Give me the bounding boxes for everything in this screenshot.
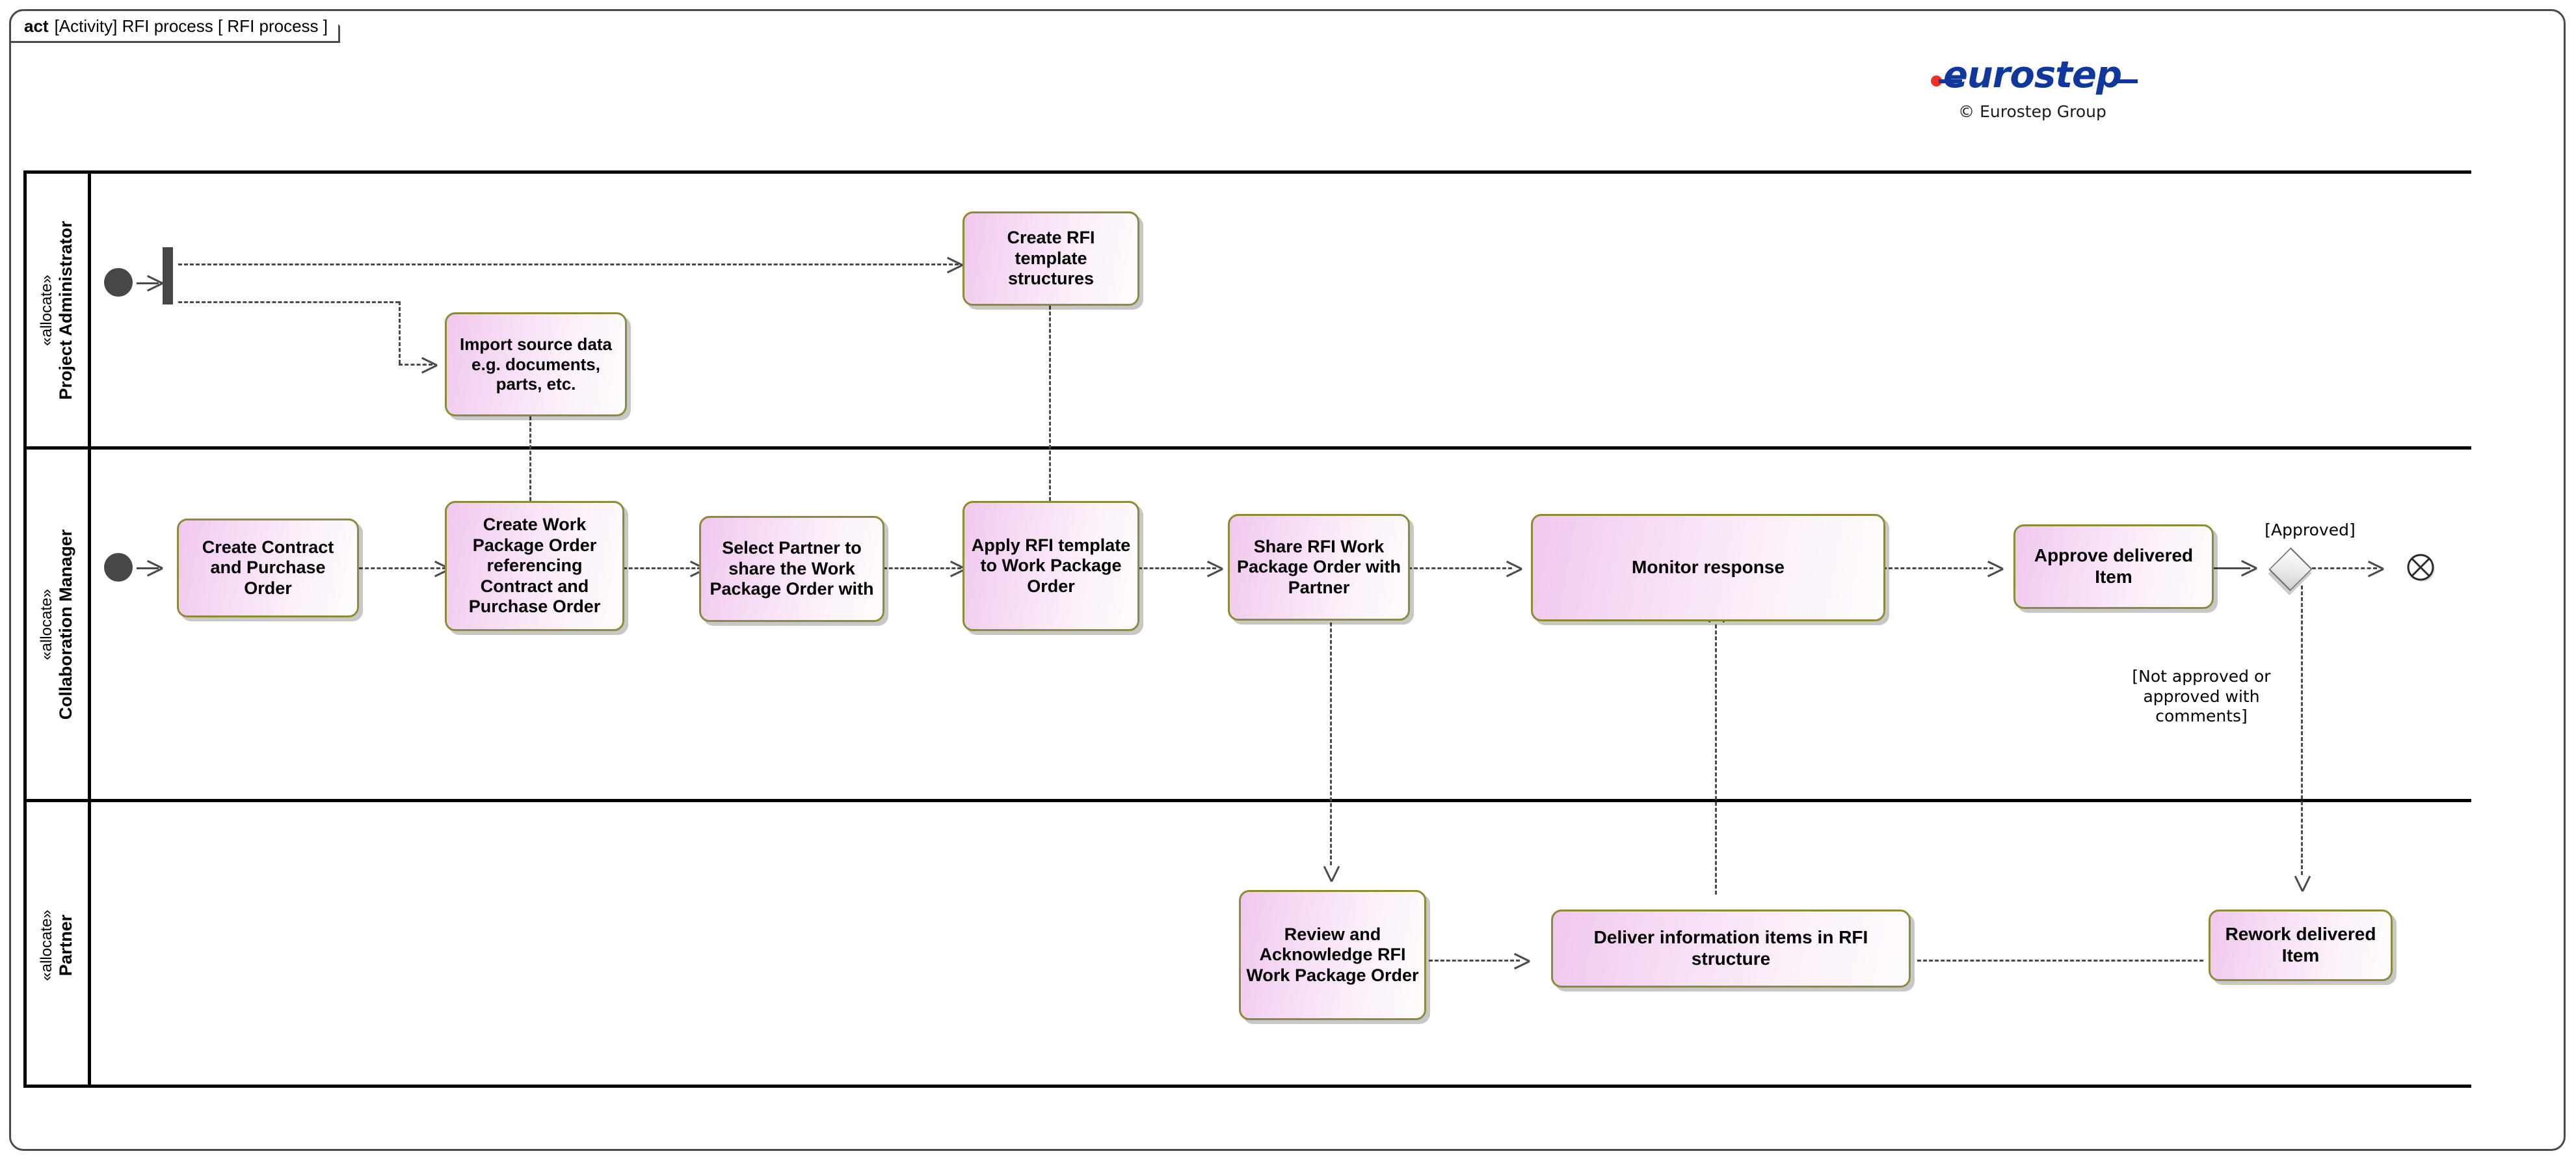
swimlane-name: Project Administrator — [56, 220, 76, 400]
swimlane-grid: «allocate» Project Administrator «alloca… — [23, 170, 2471, 1088]
activity-deliver-information-items[interactable]: Deliver information items in RFI structu… — [1551, 910, 1911, 988]
frame-title: [Activity] RFI process [ RFI process ] — [54, 16, 328, 36]
edge-select-partner-to-apply-rfi — [883, 567, 961, 569]
swimlane-name: Partner — [56, 914, 76, 976]
eurostep-logo-mark: eurostep — [1931, 54, 2138, 96]
activity-select-partner[interactable]: Select Partner to share the Work Package… — [699, 516, 884, 622]
swimlane-stereotype: «allocate» — [37, 274, 55, 346]
swimlane-collaboration-manager: «allocate» Collaboration Manager — [23, 446, 2471, 799]
frame-keyword: act — [24, 16, 49, 36]
edge-share-rfi-to-review — [1330, 605, 1332, 865]
edge-create-contract-to-create-wpo — [359, 567, 446, 569]
flow-final-node — [2406, 553, 2436, 583]
edge-review-to-deliver — [1429, 960, 1520, 962]
activity-share-rfi-work-package-order[interactable]: Share RFI Work Package Order with Partne… — [1228, 514, 1410, 621]
guard-label-approved: [Approved] — [2264, 520, 2356, 539]
swimlane-label-partner: «allocate» Partner — [23, 802, 91, 1088]
swimlane-project-administrator: «allocate» Project Administrator — [23, 170, 2471, 446]
swimlane-name: Collaboration Manager — [56, 529, 76, 720]
edge-create-wpo-to-select-partner — [623, 567, 701, 569]
guard-label-not-approved: [Not approved or approved with comments] — [2132, 667, 2271, 725]
edge-decision-to-rework — [2301, 586, 2303, 875]
brand-logo: eurostep © Eurostep Group — [1931, 54, 2138, 121]
edge-share-rfi-to-monitor — [1408, 567, 1512, 569]
edge-approve-to-decision — [2211, 567, 2250, 569]
edge-fork-to-create-rfi-template — [178, 263, 959, 265]
activity-rework-delivered-item[interactable]: Rework delivered Item — [2209, 910, 2393, 981]
activity-create-rfi-template[interactable]: Create RFI template structures — [963, 211, 1139, 306]
swimlane-stereotype: «allocate» — [37, 909, 55, 981]
edge-fork-to-import-h — [178, 301, 399, 303]
logo-wordmark: eurostep — [1943, 54, 2122, 96]
fork-node-project-administrator — [163, 247, 173, 304]
edge-initial-cm-to-create-contract — [137, 567, 159, 569]
logo-bar-right-icon — [2116, 79, 2138, 83]
copyright-notice: © Eurostep Group — [1958, 102, 2106, 121]
swimlane-partner: «allocate» Partner — [23, 799, 2471, 1088]
swimlane-bottom-border — [23, 1085, 2471, 1088]
edge-import-to-create-wpo — [529, 416, 531, 501]
swimlane-stereotype: «allocate» — [37, 588, 55, 660]
diagram-frame-header: act [Activity] RFI process [ RFI process… — [9, 9, 340, 43]
edge-decision-to-final — [2312, 567, 2377, 569]
initial-node-project-administrator — [104, 268, 133, 297]
activity-review-and-acknowledge[interactable]: Review and Acknowledge RFI Work Package … — [1239, 890, 1426, 1020]
edge-fork-to-import-h2 — [399, 364, 432, 366]
edge-deliver-to-monitor — [1715, 625, 1717, 895]
activity-import-source-data[interactable]: Import source data e.g. documents, parts… — [445, 312, 627, 416]
edge-fork-to-import-v — [399, 301, 401, 364]
activity-approve-delivered-item[interactable]: Approve delivered Item — [2013, 524, 2214, 609]
swimlane-label-project-administrator: «allocate» Project Administrator — [23, 174, 91, 446]
activity-monitor-response[interactable]: Monitor response — [1531, 514, 1885, 621]
logo-dot-icon — [1931, 75, 1942, 87]
activity-create-contract-po[interactable]: Create Contract and Purchase Order — [177, 519, 359, 617]
initial-node-collaboration-manager — [104, 553, 133, 582]
edge-rework-to-deliver — [1917, 960, 2203, 962]
activity-apply-rfi-template[interactable]: Apply RFI template to Work Package Order — [963, 501, 1139, 631]
swimlane-label-collaboration-manager: «allocate» Collaboration Manager — [23, 450, 91, 799]
edge-monitor-to-approve — [1883, 567, 1993, 569]
edge-create-rfi-template-to-apply — [1049, 306, 1051, 501]
activity-create-work-package-order[interactable]: Create Work Package Order referencing Co… — [445, 501, 624, 631]
edge-initial-to-fork — [137, 282, 159, 284]
edge-apply-rfi-to-share-rfi — [1138, 567, 1216, 569]
logo-bar-left-icon — [1939, 79, 1962, 83]
